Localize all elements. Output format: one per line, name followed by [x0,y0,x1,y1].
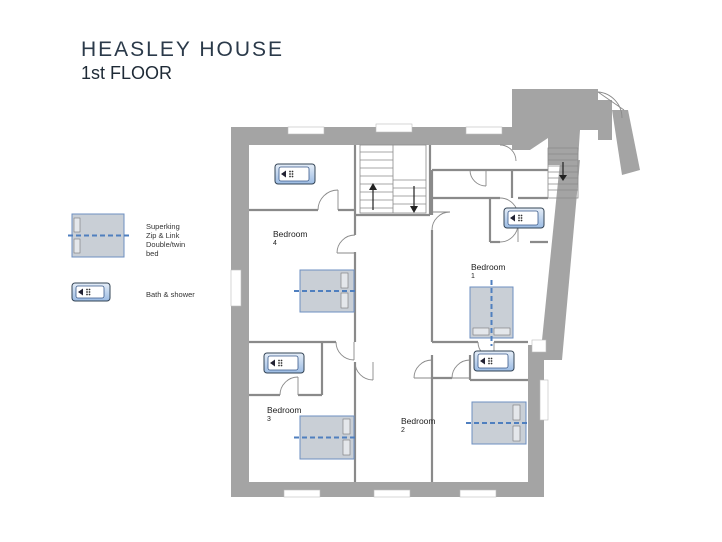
room-name: Bedroom [401,416,436,426]
legend-bed-label: Superking Zip & Link Double/twin bed [146,222,185,258]
legend-bath-icon [71,282,111,302]
back-staircase [547,147,579,199]
bed-bedroom-4 [294,269,356,313]
plan-title: HEASLEY HOUSE [81,38,285,61]
legend-bed-line-1: Superking [146,222,180,231]
room-number: 1 [471,273,475,280]
room-label-bedroom-4: Bedroom 4 [273,229,308,249]
exterior-walls [231,89,640,497]
legend-bed-icon [68,213,130,258]
room-name: Bedroom [273,229,308,239]
main-staircase [359,144,427,214]
interior-walls [249,145,548,482]
room-label-bedroom-2: Bedroom 2 [401,416,436,436]
bath-icon-bedroom-3 [263,352,305,374]
bed-bedroom-2 [466,401,530,445]
windows [230,123,549,498]
legend-bath-label: Bath & shower [146,290,195,299]
bed-bedroom-1 [469,280,514,346]
room-label-bedroom-1: Bedroom 1 [471,262,506,282]
bath-icon-bedroom-1 [503,207,545,229]
room-label-bedroom-3: Bedroom 3 [267,405,302,425]
legend-bed-line-4: bed [146,249,159,258]
room-number: 4 [273,240,277,247]
bath-icon-bedroom-4 [274,163,316,185]
room-number: 2 [401,427,405,434]
room-name: Bedroom [267,405,302,415]
room-name: Bedroom [471,262,506,272]
legend-bed-line-3: Double/twin [146,240,186,249]
room-number: 3 [267,416,271,423]
floor-label: 1st FLOOR [81,63,173,83]
legend-bed-line-2: Zip & Link [146,231,180,240]
bed-bedroom-3 [294,415,356,460]
bath-icon-bedroom-2 [473,350,515,372]
